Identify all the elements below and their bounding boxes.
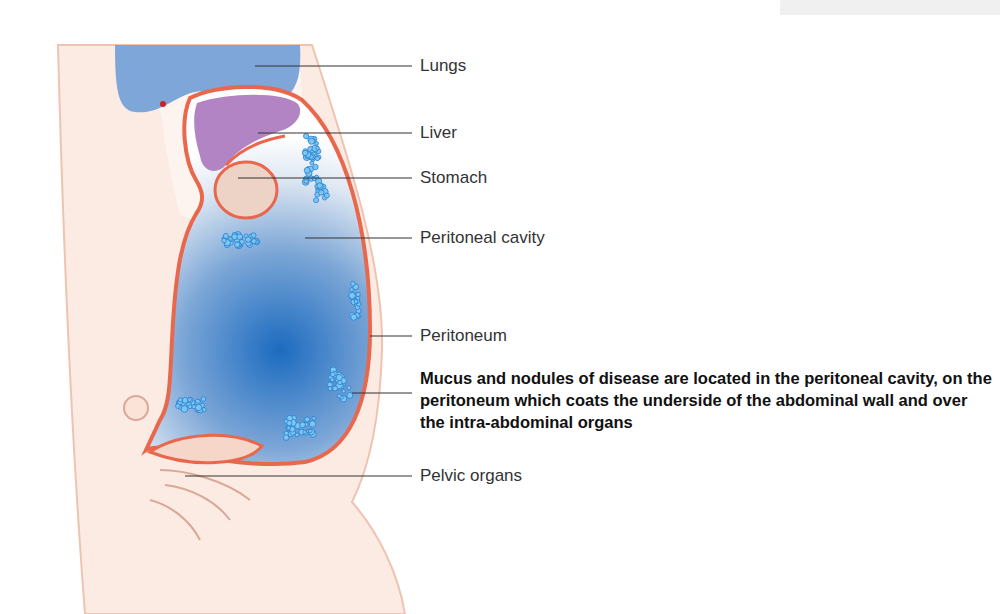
nodule [251,233,256,238]
part-label: Lungs [420,55,466,77]
nodule [349,292,356,299]
nodule [222,238,226,242]
disease-nodules [176,133,362,440]
nodule [302,150,307,155]
nodule [312,416,316,420]
part-label: Stomach [420,167,487,189]
liver-fold [226,136,285,165]
nodule [251,239,256,244]
corner-bar [780,0,1000,15]
nodule [347,392,353,398]
nodule [309,421,315,427]
nodule [283,435,289,441]
nodule [317,183,323,189]
nodule [246,237,251,242]
nodule [349,293,355,299]
nodule [333,386,338,391]
note-text: Mucus and nodules of disease are located… [420,367,992,433]
part-label: Liver [420,122,457,144]
nodule [303,430,307,434]
leader-line [370,335,412,336]
pelvic-organ [150,470,250,540]
nodule [342,389,346,393]
nodule [304,179,308,183]
nodule [235,242,241,248]
red-dot [160,101,166,107]
nodule [338,380,342,384]
leader-line [185,475,412,476]
nodule [223,233,228,238]
nodule [312,145,319,152]
nodule [237,234,243,240]
part-label: Peritoneal cavity [420,227,545,249]
peritoneum [146,87,370,464]
leader-lines [185,66,412,476]
body-outline [58,45,405,614]
nodule [324,193,329,198]
nodule [287,426,291,430]
nodule [188,397,194,403]
nodule [308,429,314,435]
nodule [176,404,181,409]
nodule [337,394,341,398]
nodule [201,397,206,402]
nodule [354,300,358,304]
nodule [195,404,201,410]
nodule [188,405,192,409]
nodule [317,183,323,189]
nodule [331,372,336,377]
pelvic-organ [150,435,262,462]
part-label: Pelvic organs [420,465,522,487]
nodule [315,142,319,146]
nodule [319,190,324,195]
nodule [313,164,318,169]
nodule [351,281,356,286]
nodule [295,433,299,437]
nodule [309,429,313,433]
nodule [305,417,310,422]
nodule [336,374,342,380]
nodule [187,398,191,402]
nodule [314,198,319,203]
nodule [303,133,308,138]
nodule [356,292,360,296]
nodule [300,422,306,428]
nodule [308,138,314,144]
nodule [304,418,309,423]
nodule [235,242,241,248]
part-label: Peritoneum [420,325,507,347]
nodule [304,167,310,173]
nodule [330,379,334,383]
leader-line [238,177,412,178]
nodule [234,242,239,247]
leader-line [258,132,412,133]
pelvic-organ [124,396,148,420]
leader-line [352,392,412,393]
leader-line [255,65,412,66]
nodule [351,314,357,320]
leader-line [305,237,412,238]
nodule [316,146,320,150]
stomach [215,162,277,218]
nodule [347,386,351,390]
nodule [181,406,188,413]
nodule [302,179,309,186]
nodule [287,421,292,426]
nodule [328,387,332,391]
nodule [178,398,182,402]
nodule [330,378,334,382]
